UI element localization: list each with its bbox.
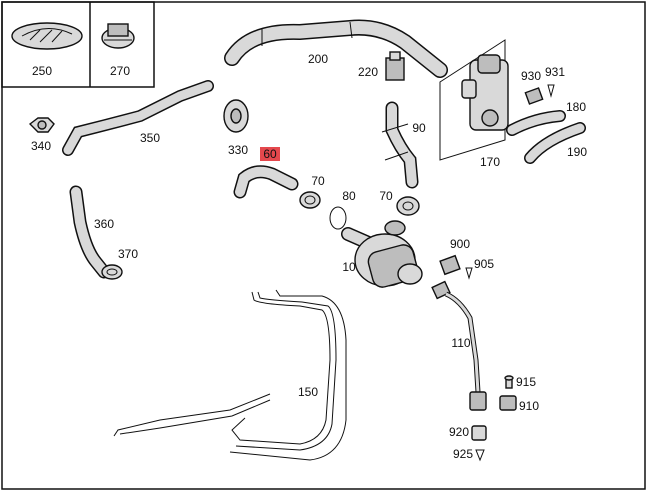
part-label-930[interactable]: 930 bbox=[521, 69, 541, 83]
part-label-60[interactable]: 60 bbox=[263, 147, 277, 161]
part-label-370[interactable]: 370 bbox=[118, 247, 138, 261]
part-340-drawing bbox=[28, 117, 55, 133]
part-label-330[interactable]: 330 bbox=[228, 143, 248, 157]
part-label-10[interactable]: 10 bbox=[342, 260, 356, 274]
part-931-drawing bbox=[547, 84, 555, 98]
part-70-clamp-left-drawing bbox=[299, 191, 321, 209]
part-label-170[interactable]: 170 bbox=[480, 155, 500, 169]
part-80-drawing bbox=[329, 206, 347, 230]
part-110-drawing bbox=[431, 280, 487, 411]
highlight-badge bbox=[260, 147, 280, 161]
part-label-200[interactable]: 200 bbox=[308, 52, 328, 66]
part-900-drawing bbox=[439, 254, 461, 276]
part-label-190[interactable]: 190 bbox=[567, 145, 587, 159]
part-220-drawing bbox=[385, 51, 405, 81]
part-label-900[interactable]: 900 bbox=[450, 237, 470, 251]
part-150-drawing bbox=[113, 289, 347, 461]
part-label-350[interactable]: 350 bbox=[140, 131, 160, 145]
part-905-drawing bbox=[465, 267, 473, 280]
part-label-250[interactable]: 250 bbox=[32, 64, 52, 78]
part-label-150[interactable]: 150 bbox=[298, 385, 318, 399]
part-label-931[interactable]: 931 bbox=[545, 65, 565, 79]
part-label-80[interactable]: 80 bbox=[342, 189, 356, 203]
part-label-905[interactable]: 905 bbox=[474, 257, 494, 271]
part-90-drawing bbox=[381, 101, 419, 189]
part-915-drawing bbox=[504, 375, 514, 389]
part-360-drawing bbox=[69, 185, 111, 279]
part-label-220[interactable]: 220 bbox=[358, 65, 378, 79]
part-930-drawing bbox=[524, 87, 544, 105]
part-label-70[interactable]: 70 bbox=[379, 189, 393, 203]
part-370-drawing bbox=[101, 264, 123, 280]
part-70-clamp-right-drawing bbox=[396, 196, 420, 216]
part-190-drawing bbox=[524, 122, 586, 164]
part-label-360[interactable]: 360 bbox=[94, 217, 114, 231]
part-920-drawing bbox=[471, 425, 487, 441]
part-250-drawing bbox=[11, 22, 83, 50]
inset-box bbox=[1, 1, 155, 88]
part-170-drawing bbox=[439, 39, 509, 161]
part-labels: 250 270 200 220 930 931 180 190 170 90 340 350 330 60… bbox=[31, 52, 587, 461]
part-label-915[interactable]: 915 bbox=[516, 375, 536, 389]
part-10-drawing bbox=[341, 220, 423, 288]
part-label-180[interactable]: 180 bbox=[566, 100, 586, 114]
part-label-70[interactable]: 70 bbox=[311, 174, 325, 188]
part-330-drawing bbox=[223, 99, 249, 133]
part-label-910[interactable]: 910 bbox=[519, 399, 539, 413]
part-label-340[interactable]: 340 bbox=[31, 139, 51, 153]
part-label-90[interactable]: 90 bbox=[412, 121, 426, 135]
part-180-drawing bbox=[506, 110, 566, 136]
part-label-925[interactable]: 925 bbox=[453, 447, 473, 461]
part-910-drawing bbox=[499, 395, 517, 411]
part-60-drawing bbox=[233, 165, 299, 199]
part-label-920[interactable]: 920 bbox=[449, 425, 469, 439]
part-200-drawing bbox=[224, 19, 448, 78]
part-label-110[interactable]: 110 bbox=[451, 336, 470, 350]
part-270-drawing bbox=[101, 23, 135, 49]
part-925-drawing bbox=[475, 449, 485, 462]
part-label-270[interactable]: 270 bbox=[110, 64, 130, 78]
part-350-drawing bbox=[62, 80, 214, 156]
